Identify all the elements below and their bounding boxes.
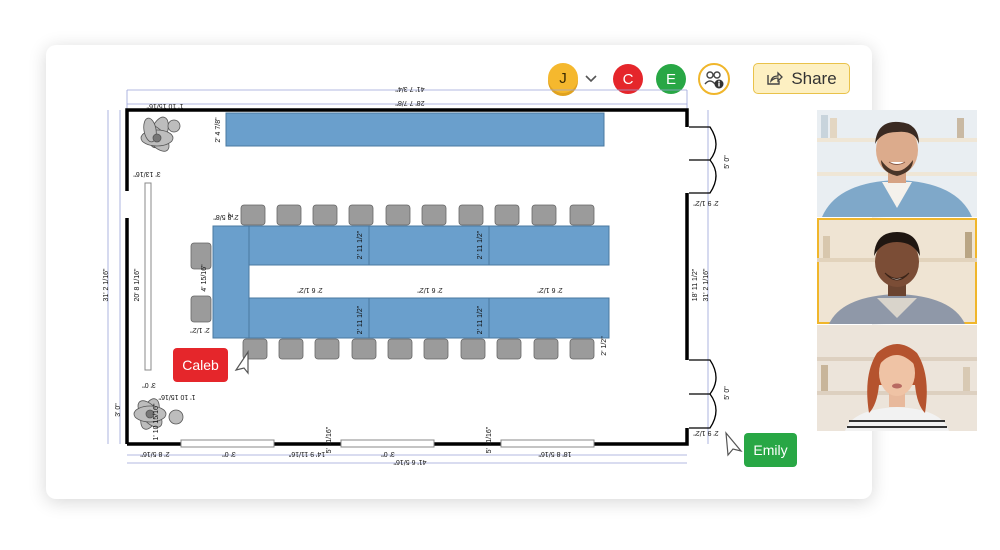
dim-table-spacing-3: 2' 6 1/2" — [537, 286, 563, 293]
dim-table-spacing-2: 2' 6 1/2" — [417, 286, 443, 293]
participant-avatar — [822, 121, 972, 217]
dimension-labels: 41' 7 3/4" 28' 7 7/8" 1' 10 15/16" 2' 4 … — [103, 85, 731, 465]
dim-left-overall: 31' 2 1/16" — [103, 268, 110, 302]
door-top-right — [689, 126, 717, 194]
dim-bottom-d: 18' 8 5/16" — [538, 450, 572, 457]
door-bottom-right — [689, 359, 717, 429]
chevron-down-icon[interactable] — [583, 70, 599, 86]
participant-avatar — [829, 232, 965, 324]
share-label: Share — [791, 68, 837, 88]
plant-top-left — [140, 116, 181, 152]
dim-chair-b: 2' 8 5/8" — [213, 213, 239, 220]
dim-bottom-g: 5' 11/16" — [486, 426, 493, 453]
dim-end-gap: 2' 1/2" — [601, 336, 608, 356]
dim-top-table-depth: 2' 4 7/8" — [215, 117, 222, 143]
dimension-guides — [107, 89, 709, 464]
dim-bottom-e: 2' 8 5/16" — [140, 450, 170, 457]
dim-top-overall: 41' 7 3/4" — [395, 85, 425, 92]
share-button[interactable]: Share — [753, 63, 850, 94]
dim-right-c: 2' 9 1/2" — [693, 429, 719, 436]
dim-bottom-a: 3' 0" — [222, 450, 236, 457]
dim-table-row-1: 2' 11 1/2" — [357, 230, 364, 259]
dim-table-row-4: 2' 11 1/2" — [477, 305, 484, 334]
video-tile-participant-1[interactable] — [817, 110, 977, 217]
table-group-u[interactable] — [212, 225, 610, 339]
cursor-label-emily: Emily — [744, 433, 797, 467]
dim-top-inner: 28' 7 7/8" — [395, 99, 425, 106]
dim-bottom-c: 3' 0" — [381, 450, 395, 457]
collaborator-avatar-c[interactable]: C — [613, 64, 643, 94]
pointer-cursor-icon — [725, 431, 743, 457]
dim-right-a: 18' 11 1/2" — [692, 268, 699, 301]
dim-left-a: 3' 13/16" — [133, 170, 161, 177]
dim-left-d: 1' 10 15/16" — [158, 393, 195, 400]
chairs-left-end[interactable] — [190, 242, 212, 323]
dim-right-e: 5' 0" — [724, 386, 731, 400]
dim-left-f: 3' 0" — [115, 403, 122, 417]
dim-bottom-b: 14' 9 11/16" — [288, 450, 325, 457]
collaborator-avatar-e[interactable]: E — [656, 64, 686, 94]
cursor-name: Emily — [753, 442, 788, 458]
avatar-initial: C — [622, 70, 634, 88]
dim-bottom-f: 5' 11/16" — [326, 426, 333, 453]
plant-bottom-left — [133, 398, 184, 430]
collaborator-avatar-j[interactable]: J — [548, 63, 578, 93]
dim-table-row-2: 2' 11 1/2" — [477, 230, 484, 259]
room-walls — [125, 108, 689, 446]
dim-right-b: 2' 9 1/2" — [693, 199, 719, 206]
pointer-cursor-icon — [234, 350, 249, 375]
dim-left-b: 20' 8 1/16" — [134, 268, 141, 302]
group-info-icon[interactable] — [698, 63, 730, 95]
cursor-label-caleb: Caleb — [173, 348, 228, 382]
avatar-initial: J — [559, 69, 567, 87]
chairs-top-row[interactable] — [240, 204, 595, 226]
avatar-initial: E — [665, 70, 676, 88]
dim-left-g: 4' 15/16" — [201, 264, 208, 292]
share-icon — [767, 71, 784, 85]
dim-bottom-overall: 41' 6 5/16" — [393, 458, 427, 465]
dim-chair-gap: 2' 1/2" — [190, 326, 210, 333]
video-tile-participant-2[interactable] — [817, 218, 977, 324]
table-top-long[interactable] — [225, 112, 605, 147]
dim-top-left: 1' 10 15/16" — [146, 102, 183, 109]
cursor-name: Caleb — [182, 357, 219, 373]
dim-chair-a: 2' — [228, 212, 235, 217]
dim-right-d: 5' 0" — [724, 155, 731, 169]
video-tile-participant-3[interactable] — [817, 325, 977, 431]
dim-left-e: 1' 10 15/16" — [153, 403, 160, 440]
windows — [144, 182, 595, 448]
dim-right-overall: 31' 2 1/16" — [703, 268, 710, 302]
participant-avatar — [845, 344, 949, 431]
chairs-bottom-row[interactable] — [242, 338, 595, 360]
dim-left-c: 3' 0" — [142, 381, 156, 388]
dim-table-spacing-1: 2' 6 1/2" — [297, 286, 323, 293]
dim-table-row-3: 2' 11 1/2" — [357, 305, 364, 334]
